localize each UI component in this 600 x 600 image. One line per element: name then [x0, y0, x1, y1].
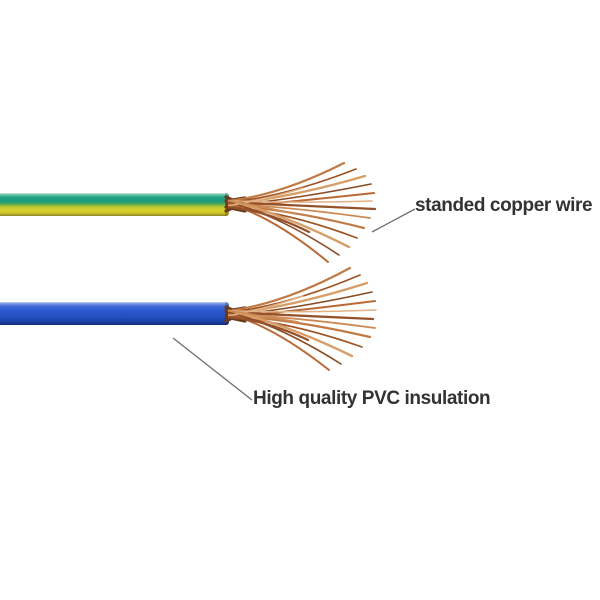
insulation-label-pointer-line: [172, 337, 253, 401]
copper-wire-label: standed copper wire: [415, 195, 593, 216]
blue-wire-copper-strands: [224, 266, 377, 371]
insulation-label: High quality PVC insulation: [253, 388, 491, 409]
earth-wire-copper-strands: [224, 161, 377, 263]
copper-label-pointer-line: [371, 208, 416, 233]
